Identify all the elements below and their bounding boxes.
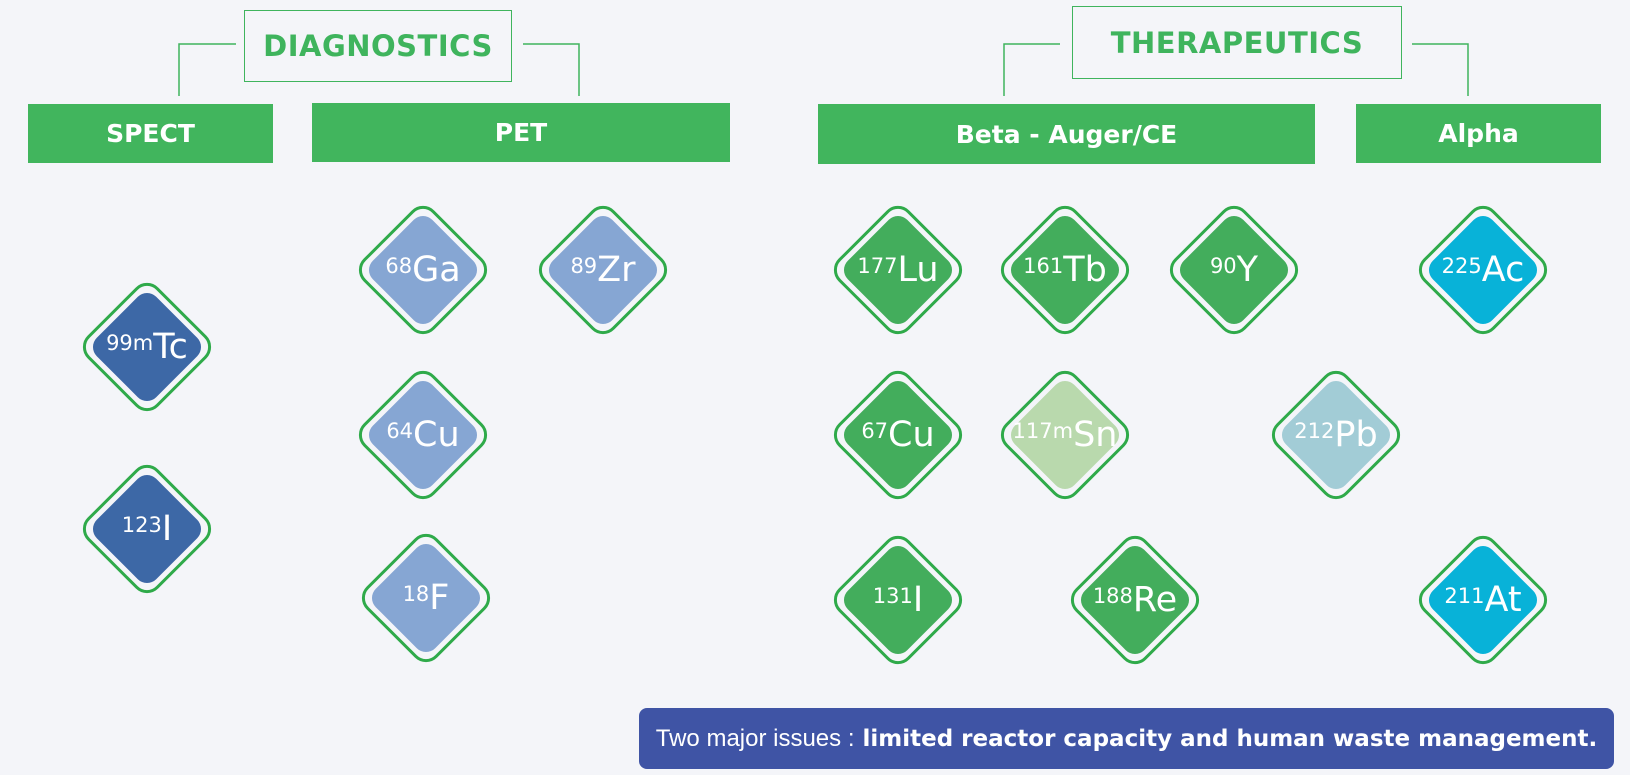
key-issues-banner: Two major issues : limited reactor capac… [639, 708, 1614, 769]
diagnostics-heading: DIAGNOSTICS [244, 10, 512, 82]
therapeutics-heading: THERAPEUTICS [1072, 6, 1402, 79]
key-issues-emphasis: limited reactor capacity and human waste… [862, 725, 1598, 752]
beta-auger-ce-category-bar: Beta - Auger/CE [818, 104, 1315, 164]
diagnostics-bracket [178, 43, 1469, 96]
key-issues-prefix: Two major issues : [655, 724, 855, 752]
spect-category-bar: SPECT [28, 104, 273, 163]
alpha-category-bar: Alpha [1356, 104, 1601, 163]
pet-category-bar: PET [312, 103, 730, 162]
